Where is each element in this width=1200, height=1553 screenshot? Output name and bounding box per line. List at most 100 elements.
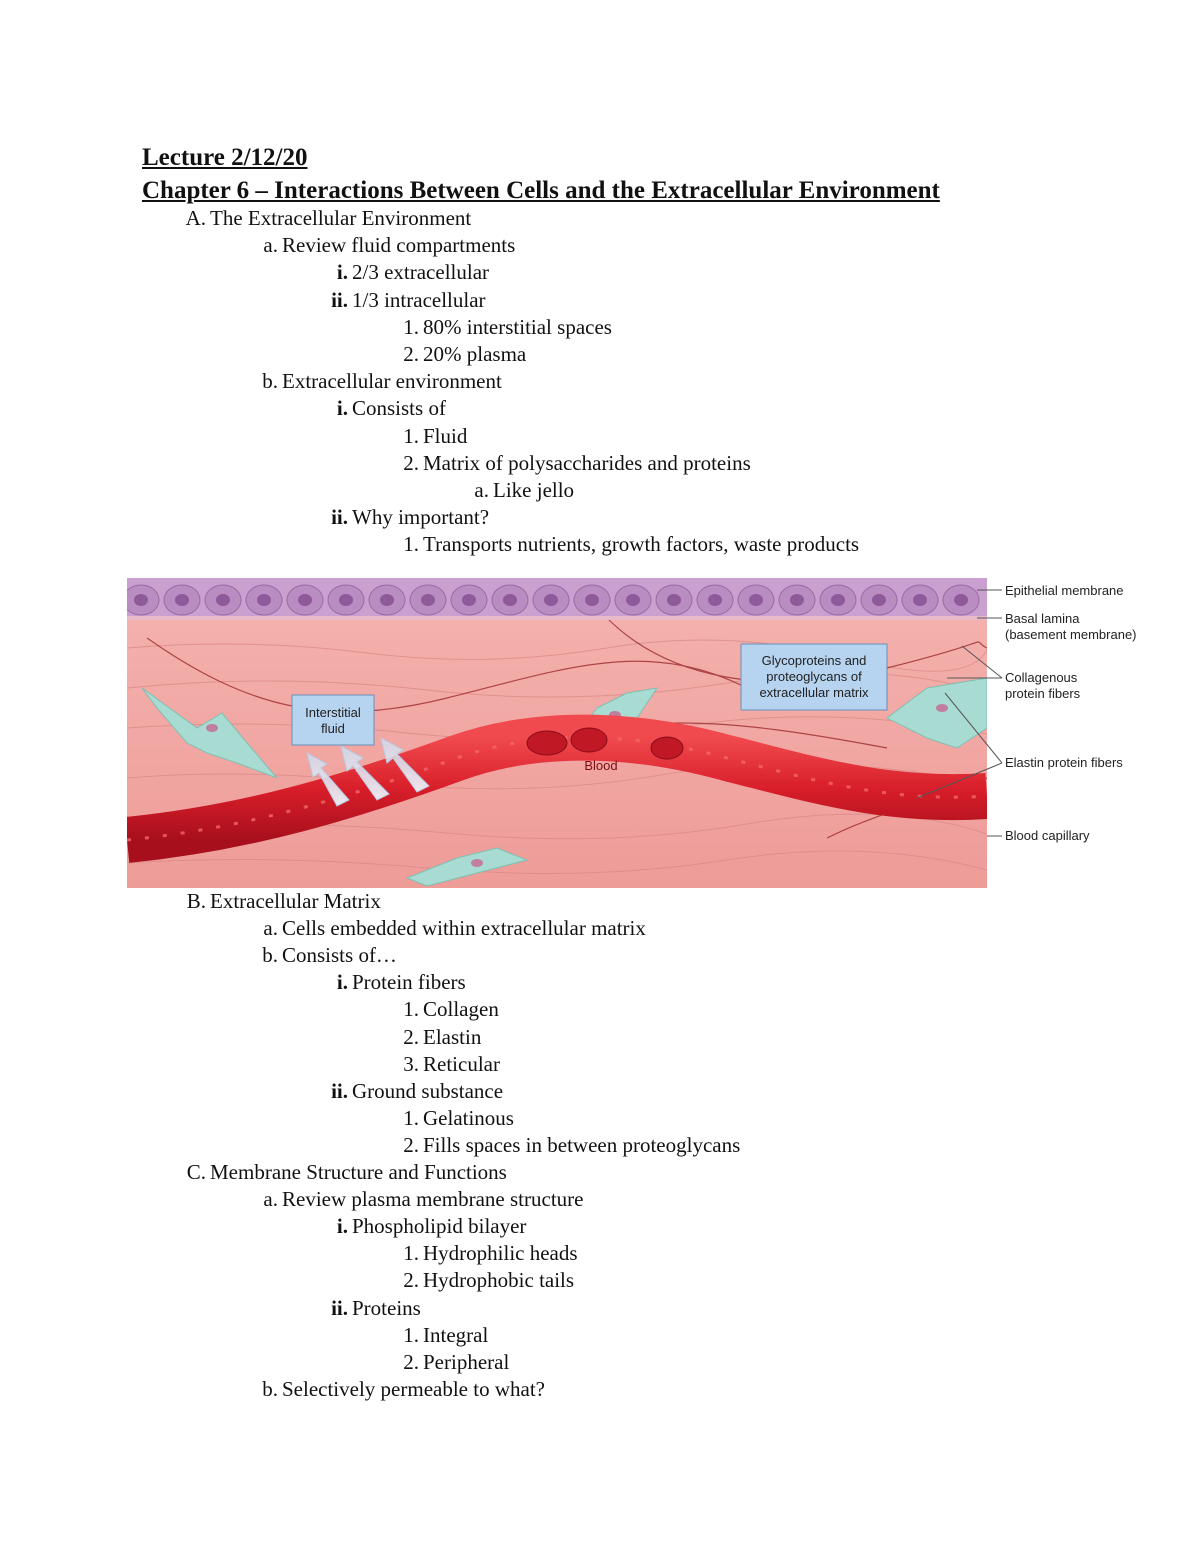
basal-label-2: (basement membrane) <box>1005 627 1137 642</box>
outline-marker: i. <box>336 970 348 995</box>
outline-marker: B. <box>186 889 206 913</box>
outline-item-text: Matrix of polysaccharides and proteins <box>423 450 751 475</box>
epithelial-nucleus <box>175 594 189 606</box>
outline-item-text: Transports nutrients, growth factors, wa… <box>423 532 860 557</box>
epithelial-nucleus <box>298 594 312 606</box>
glyco-label-3: extracellular matrix <box>759 685 869 700</box>
epithelial-nucleus <box>462 594 476 606</box>
outline-item-text: Phospholipid bilayer <box>352 1214 527 1239</box>
outline-marker: b. <box>262 943 278 968</box>
basal-label-1: Basal lamina <box>1005 611 1080 626</box>
glyco-label-2: proteoglycans of <box>766 669 862 684</box>
outline-item-text: Selectively permeable to what? <box>282 1376 545 1401</box>
outline-marker: 1. <box>403 997 419 1022</box>
epithelial-label: Epithelial membrane <box>1005 583 1124 598</box>
epithelial-nucleus <box>257 594 271 606</box>
epithelial-nucleus <box>913 594 927 606</box>
outline-marker: a. <box>263 1187 278 1212</box>
interstitial-label-1: Interstitial <box>305 705 361 720</box>
outline-item-text: Integral <box>423 1322 489 1347</box>
outline-marker: 2. <box>403 1024 419 1049</box>
outline-marker: 1. <box>403 1241 419 1266</box>
epithelial-nucleus <box>749 594 763 606</box>
outline-item-text: Consists of <box>352 396 446 421</box>
epithelial-nucleus <box>380 594 394 606</box>
outline-item-text: Why important? <box>352 505 490 530</box>
interstitial-label-2: fluid <box>321 721 345 736</box>
outline-marker: A. <box>185 206 206 230</box>
outline-item-text: Collagen <box>423 997 499 1022</box>
outline-marker: 2. <box>403 450 419 475</box>
epithelial-nucleus <box>544 594 558 606</box>
outline-marker: 2. <box>403 1268 419 1293</box>
outline-item-text: Like jello <box>493 478 575 502</box>
outline-item-text: Membrane Structure and Functions <box>210 1160 507 1184</box>
outline-item-text: Fills spaces in between proteoglycans <box>423 1132 741 1157</box>
outline-item-text: Review fluid compartments <box>282 233 516 258</box>
outline-item-text: Hydrophilic heads <box>423 1241 578 1266</box>
fluid-arrows <box>306 737 430 807</box>
outline-marker: 1. <box>403 314 419 339</box>
epithelial-nucleus <box>708 594 722 606</box>
outline-marker: a. <box>474 478 489 502</box>
outline-item-text: Elastin <box>423 1024 482 1049</box>
chapter-title: Chapter 6 – Interactions Between Cells a… <box>142 177 940 204</box>
outline-marker: a. <box>263 233 278 258</box>
epithelial-cells <box>127 584 980 616</box>
outline-item-text: Cells embedded within extracellular matr… <box>282 916 646 941</box>
lecture-title: Lecture 2/12/20 <box>142 144 308 171</box>
interstitial-fluid-box: Interstitial fluid <box>291 694 375 746</box>
outline-item-text: Protein fibers <box>352 970 466 995</box>
outline-item-text: Peripheral <box>423 1349 510 1374</box>
outline-marker: 1. <box>403 1322 419 1347</box>
epithelial-nucleus <box>872 594 886 606</box>
epithelial-nucleus <box>790 594 804 606</box>
outline-marker: ii. <box>331 505 348 530</box>
outline-item-text: Ground substance <box>352 1078 504 1103</box>
epithelial-nucleus <box>667 594 681 606</box>
elastin-label: Elastin protein fibers <box>1005 755 1123 770</box>
outline-marker: 1. <box>403 423 419 448</box>
glycoproteins-box: Glycoproteins and proteoglycans of extra… <box>740 643 888 711</box>
outline-item-text: The Extracellular Environment <box>210 206 472 230</box>
outline-marker: 2. <box>403 1349 419 1374</box>
red-blood-cells <box>526 727 684 760</box>
epithelial-nucleus <box>831 594 845 606</box>
outline-marker: 1. <box>403 532 419 557</box>
outline-item-text: 80% interstitial spaces <box>423 314 612 339</box>
epithelial-nucleus <box>339 594 353 606</box>
outline-marker: i. <box>336 260 348 285</box>
outline-item-text: Proteins <box>352 1295 421 1320</box>
outline-item-text: Reticular <box>423 1051 500 1076</box>
outline-marker: a. <box>263 916 278 941</box>
outline-item-text: 2/3 extracellular <box>352 260 490 285</box>
epithelial-nucleus <box>503 594 517 606</box>
glyco-label-1: Glycoproteins and <box>762 653 867 668</box>
outline-item-text: Review plasma membrane structure <box>282 1187 584 1212</box>
outline-marker: 2. <box>403 1132 419 1157</box>
outline-marker: ii. <box>331 1295 348 1320</box>
capillary-label: Blood capillary <box>1005 828 1090 843</box>
outline-item-text: 20% plasma <box>423 342 527 366</box>
outline-marker: i. <box>336 396 348 421</box>
epithelial-nucleus <box>134 594 148 606</box>
outline-item-text: Extracellular environment <box>282 369 502 394</box>
outline-item-text: Hydrophobic tails <box>423 1268 575 1293</box>
outline-item-text: Gelatinous <box>423 1105 514 1130</box>
epithelial-nucleus <box>421 594 435 606</box>
leader-lines <box>916 589 1003 837</box>
outline-marker: i. <box>336 1214 348 1239</box>
epithelial-nucleus <box>585 594 599 606</box>
outline-item-text: Consists of… <box>282 943 397 968</box>
outline-marker: ii. <box>331 1078 348 1103</box>
outline-item-text: Fluid <box>423 423 468 448</box>
extracellular-figure: Interstitial fluid Glycoproteins and pro… <box>127 578 1137 888</box>
outline-marker: C. <box>186 1160 206 1184</box>
epithelial-nucleus <box>626 594 640 606</box>
outline-marker: ii. <box>331 287 348 312</box>
blood-label: Blood <box>584 758 617 773</box>
outline-marker: 2. <box>403 342 419 366</box>
collagen-label-2: protein fibers <box>1005 686 1081 701</box>
outline-marker: 3. <box>403 1051 419 1076</box>
